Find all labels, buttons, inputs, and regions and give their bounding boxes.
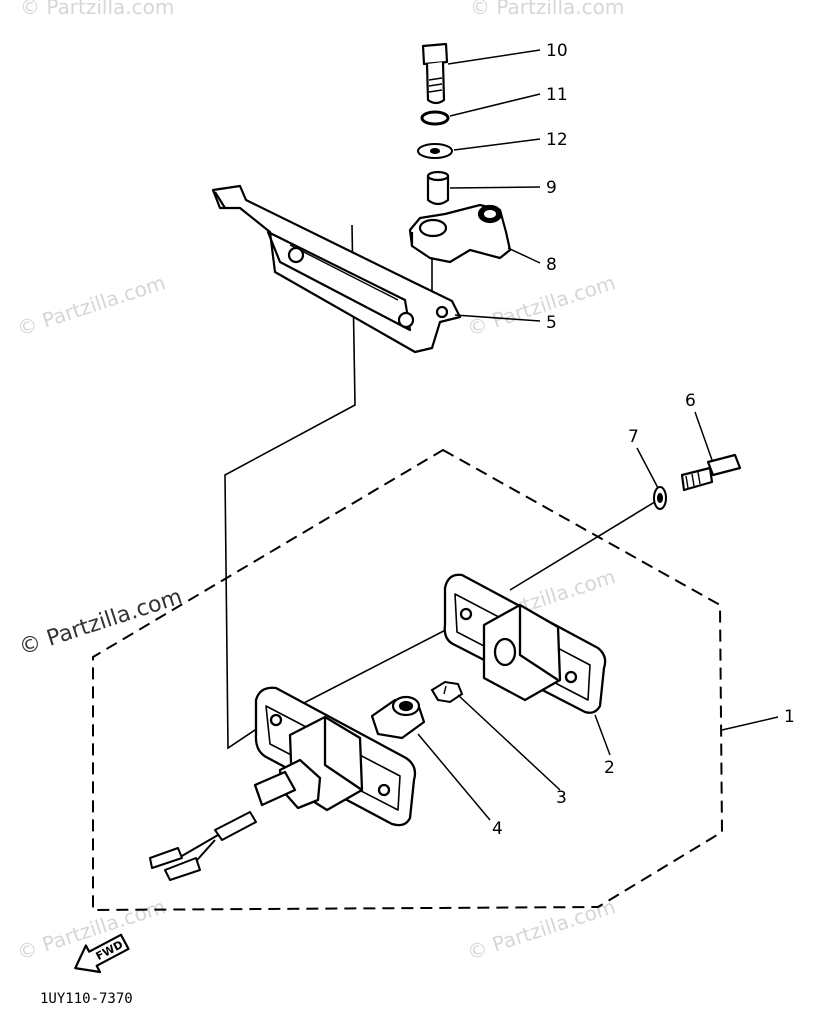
leader-10	[447, 49, 541, 65]
leader-6	[694, 411, 713, 461]
callout-8: 8	[546, 255, 557, 275]
leader-lines	[224, 224, 659, 750]
callout-labels: 10 11 12 9 8 5 6 7 1 2 3 4	[492, 41, 795, 839]
wire-harness	[149, 811, 257, 881]
callout-12: 12	[546, 130, 568, 150]
watermark-5: © Partzilla.com	[16, 584, 185, 660]
callout-5: 5	[546, 313, 557, 333]
assembly-boundary	[92, 448, 724, 912]
arm-part-8	[408, 203, 512, 264]
screw-part-6	[680, 453, 742, 492]
watermark-3: © Partzilla.com	[14, 270, 168, 341]
leader-8	[507, 247, 541, 264]
callout-6: 6	[685, 391, 696, 411]
watermark-4: © Partzilla.com	[464, 270, 618, 341]
leader-3	[457, 694, 561, 791]
watermarks: © Partzilla.com © Partzilla.com © Partzi…	[14, 0, 624, 965]
bracket-to-lamp-line	[224, 224, 356, 750]
bulb-part-3	[430, 680, 464, 704]
drawing-code: 1UY110-7370	[40, 991, 133, 1007]
leader-7	[636, 447, 659, 489]
watermark-1: © Partzilla.com	[20, 0, 174, 19]
socket-part-4	[370, 695, 426, 740]
callout-7: 7	[628, 427, 639, 447]
leader-9	[449, 186, 541, 189]
lens-part-2	[443, 573, 607, 714]
watermark-8: © Partzilla.com	[464, 894, 618, 965]
bolt-part-10	[421, 42, 449, 105]
washer-part-12	[417, 143, 453, 159]
housing	[253, 686, 417, 827]
lock-washer-part-11	[420, 110, 450, 126]
callout-2: 2	[604, 758, 615, 778]
callout-9: 9	[546, 178, 557, 198]
callout-11: 11	[546, 85, 568, 105]
callout-1: 1	[784, 707, 795, 727]
leader-4	[417, 733, 491, 821]
lens-to-washer-line	[509, 499, 659, 591]
callout-3: 3	[556, 788, 567, 808]
watermark-2: © Partzilla.com	[470, 0, 624, 19]
lens-to-housing-line	[299, 619, 466, 706]
leader-11	[449, 93, 541, 117]
leader-12	[453, 138, 541, 151]
callout-leaders	[417, 49, 779, 821]
collar-part-9	[426, 170, 450, 206]
leader-1	[721, 716, 779, 731]
leader-5	[454, 314, 541, 322]
washer-part-7	[653, 486, 667, 510]
leader-2	[594, 714, 611, 756]
bracket-part-5	[211, 184, 462, 354]
callout-4: 4	[492, 819, 503, 839]
callout-10: 10	[546, 41, 568, 61]
